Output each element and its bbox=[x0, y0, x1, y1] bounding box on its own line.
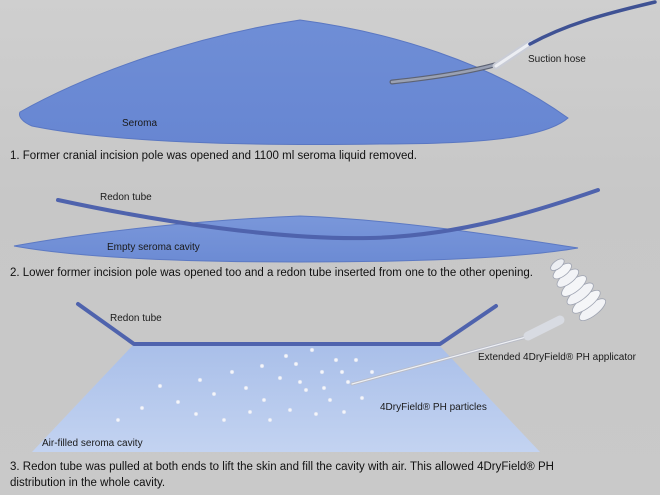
caption-step-3-line2: distribution in the whole cavity. bbox=[10, 477, 166, 489]
suction-hose-label: Suction hose bbox=[528, 54, 586, 65]
suction-hose bbox=[528, 0, 657, 46]
empty-cavity-shape bbox=[13, 215, 579, 263]
particles bbox=[115, 347, 375, 423]
empty-seroma-cavity-label: Empty seroma cavity bbox=[107, 242, 200, 253]
redon-tube-label-panel2: Redon tube bbox=[100, 192, 152, 203]
redon-tube-label-panel3: Redon tube bbox=[110, 313, 162, 324]
particles-label: 4DryField® PH particles bbox=[380, 402, 487, 413]
applicator bbox=[350, 258, 607, 386]
seroma-shape bbox=[19, 19, 569, 145]
redon-tube-panel2 bbox=[56, 188, 600, 241]
air-filled-cavity-label: Air-filled seroma cavity bbox=[42, 438, 143, 449]
caption-step-3-line1: 3. Redon tube was pulled at both ends to… bbox=[10, 461, 554, 473]
redon-tube-panel3 bbox=[76, 302, 498, 346]
caption-step-1: 1. Former cranial incision pole was open… bbox=[10, 150, 417, 162]
applicator-label: Extended 4DryField® PH applicator bbox=[478, 352, 636, 363]
seroma-label: Seroma bbox=[122, 118, 158, 129]
caption-step-2: 2. Lower former incision pole was opened… bbox=[10, 267, 533, 279]
air-filled-cavity-shape bbox=[32, 344, 540, 452]
